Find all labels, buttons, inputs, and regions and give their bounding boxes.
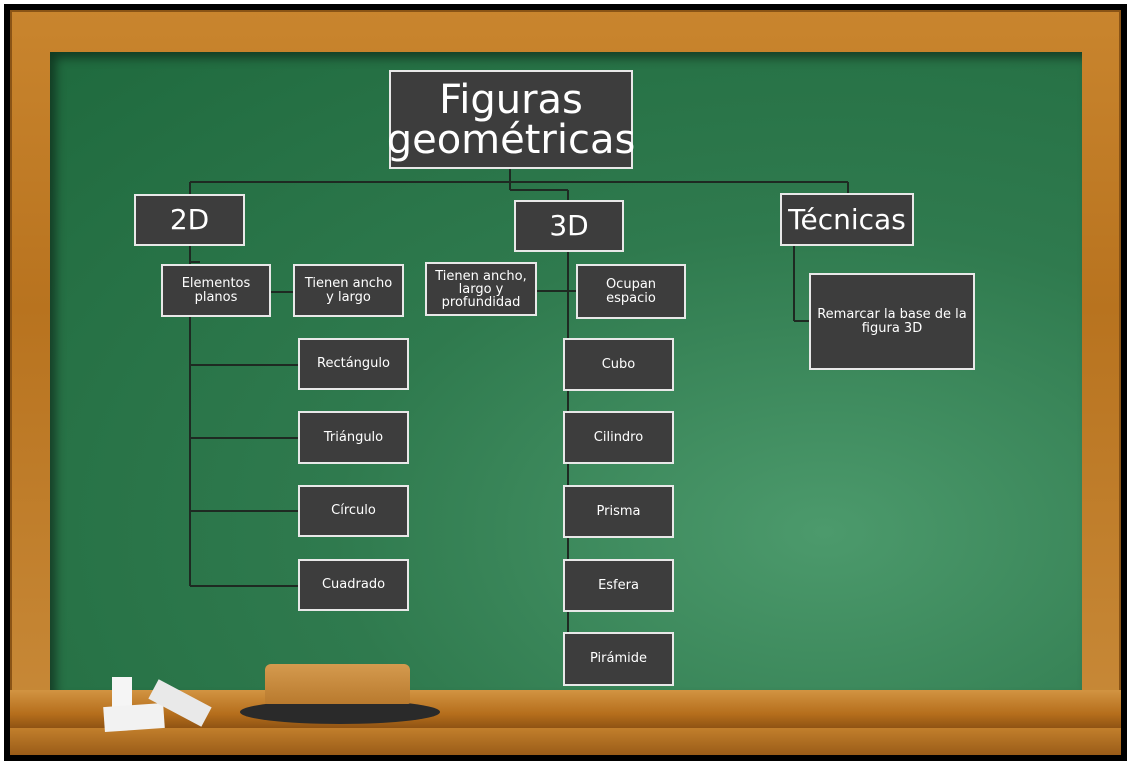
branch-tecnicas: Técnicas: [780, 193, 914, 246]
shape-label: Rectángulo: [317, 356, 390, 372]
attr-2d-elementos-planos: Elementos planos: [161, 264, 271, 317]
shape-cilindro: Cilindro: [563, 411, 674, 464]
shape-label: Cuadrado: [321, 577, 386, 593]
shape-triangulo: Triángulo: [298, 411, 409, 464]
root-node: Figuras geométricas: [386, 70, 636, 169]
eraser: [265, 664, 410, 704]
branch-3d: 3D: [514, 200, 624, 252]
shape-rectangulo: Rectángulo: [298, 338, 409, 390]
shape-prisma: Prisma: [563, 485, 674, 538]
branch-tecnicas-label: Técnicas: [788, 202, 906, 236]
shape-label: Prisma: [596, 503, 641, 519]
technique-remarcar-base: Remarcar la base de la figura 3D: [809, 273, 975, 370]
shape-label: Cilindro: [593, 429, 644, 445]
root-title: Figuras geométricas: [386, 76, 636, 163]
shape-label: Esfera: [598, 577, 639, 593]
shape-piramide: Pirámide: [563, 632, 674, 686]
eraser-base: [240, 700, 440, 724]
chalk-piece: [103, 702, 165, 733]
shape-label: Cubo: [601, 356, 636, 372]
shape-cubo: Cubo: [563, 338, 674, 391]
technique-label: Remarcar la base de la figura 3D: [817, 306, 967, 336]
attr-3d-ancho-largo-profundidad: Tienen ancho, largo y profundidad: [425, 262, 537, 316]
shape-circulo: Círculo: [298, 485, 409, 537]
frame-bottom: [10, 728, 1121, 755]
shape-label: Círculo: [331, 503, 376, 519]
branch-3d-label: 3D: [549, 209, 589, 243]
attr-2d-ancho-largo: Tienen ancho y largo: [293, 264, 404, 317]
attr-2d-label: Elementos planos: [181, 275, 251, 305]
shape-label: Triángulo: [323, 429, 384, 445]
shape-cuadrado: Cuadrado: [298, 559, 409, 611]
attr-3d-ocupan-espacio: Ocupan espacio: [576, 264, 686, 319]
shape-label: Pirámide: [589, 651, 647, 667]
branch-2d-label: 2D: [169, 203, 210, 237]
attr-3d-label: Tienen ancho, largo y profundidad: [435, 268, 527, 310]
attr-3d-label: Ocupan espacio: [605, 276, 657, 306]
shape-esfera: Esfera: [563, 559, 674, 612]
attr-2d-label: Tienen ancho y largo: [304, 275, 393, 305]
branch-2d: 2D: [134, 194, 245, 246]
